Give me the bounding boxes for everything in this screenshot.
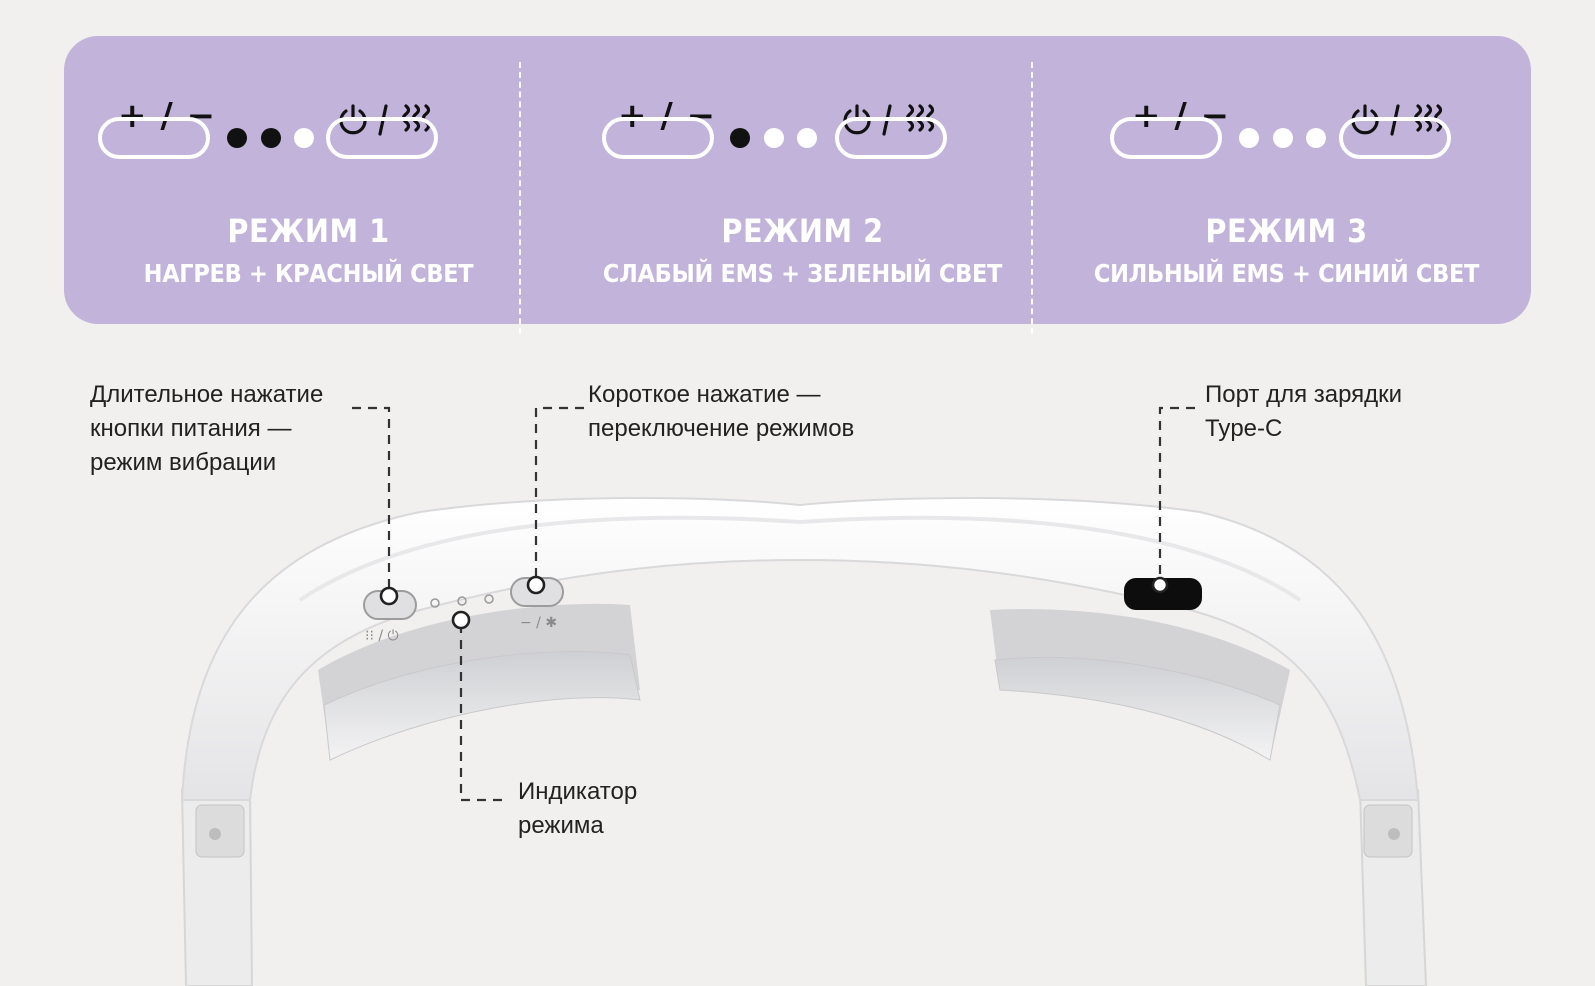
indicator-dot-3 [294,128,314,148]
indicator-dot-1 [1239,128,1259,148]
power-button[interactable] [835,117,947,159]
mode-subtitle: СЛАБЫЙ EMS + ЗЕЛЕНЫЙ СВЕТ [602,259,1003,288]
mode-title: РЕЖИМ 2 [721,212,884,250]
indicator-dot-3 [797,128,817,148]
indicator-dot-1 [227,128,247,148]
power-button[interactable] [326,117,438,159]
mode-title: РЕЖИМ 3 [1205,212,1368,250]
svg-text:− / ✱: − / ✱ [520,615,557,631]
charging-port-callout: Порт для зарядки Type-C [1205,381,1403,442]
divider [519,62,521,334]
short-press-callout: Короткое нажатие — переключение режимов [588,381,855,442]
minus-plus-button[interactable] [1110,117,1222,159]
long-press-callout: Длительное нажатие кнопки питания — режи… [90,381,324,476]
modes-panel: + / − РЕЖИМ 1 НАГРЕВ + КРАСНЫЙ СВЕТ + / … [64,36,1531,334]
minus-plus-button[interactable] [602,117,714,159]
minus-plus-button[interactable] [98,117,210,159]
mode-subtitle: СИЛЬНЫЙ EMS + СИНИЙ СВЕТ [1093,259,1480,288]
mode-card-2: + / − РЕЖИМ 2 СЛАБЫЙ EMS + ЗЕЛЕНЫЙ СВЕТ [578,36,1067,324]
indicator-dot-2 [1273,128,1293,148]
mode-indicator-callout: Индикатор режима [518,778,638,839]
mode-card-3: + / − РЕЖИМ 3 СИЛЬНЫЙ EMS + СИНИЙ СВЕТ [1064,36,1553,324]
power-button[interactable] [1339,117,1451,159]
svg-text:⁝⁝ / ⏻: ⁝⁝ / ⏻ [365,628,399,644]
indicator-dot-2 [764,128,784,148]
indicator-dot-3 [1306,128,1326,148]
mode-card-1: + / − РЕЖИМ 1 НАГРЕВ + КРАСНЫЙ СВЕТ [64,36,553,324]
mode-title: РЕЖИМ 1 [227,212,390,250]
indicator-dot-1 [730,128,750,148]
divider [1031,62,1033,334]
mode-subtitle: НАГРЕВ + КРАСНЫЙ СВЕТ [143,259,474,288]
indicator-dot-2 [261,128,281,148]
